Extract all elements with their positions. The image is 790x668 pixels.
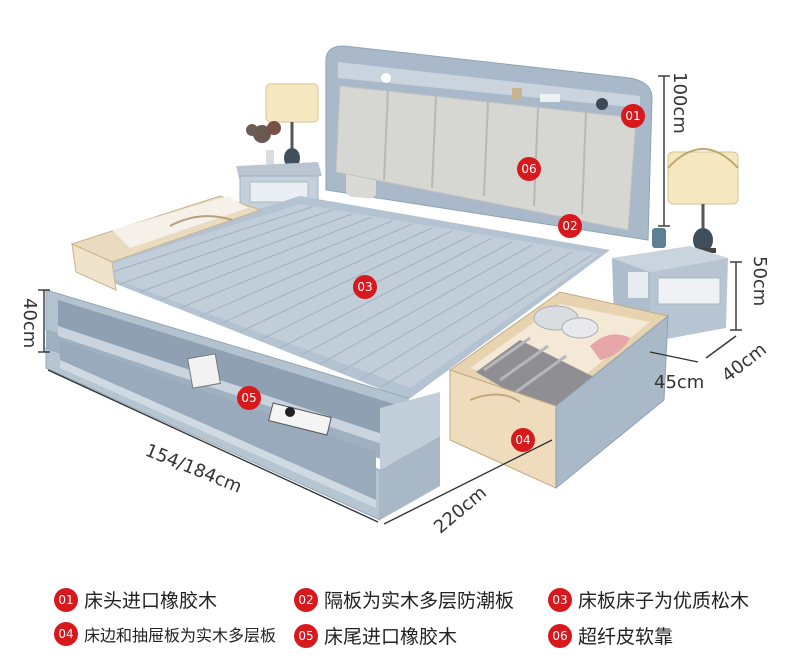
legend-item-04: 04 床边和抽屉板为实木多层板	[54, 622, 276, 646]
left-drawer	[70, 195, 262, 291]
legend-badge: 01	[54, 587, 78, 612]
legend-text: 床板床子为优质松木	[578, 590, 750, 612]
legend-badge: 05	[294, 623, 318, 648]
product-illustration: 100cm 50cm 40cm 45cm 40cm 154/184cm 220c…	[19, 45, 771, 538]
callout-badge-02: 02	[558, 214, 582, 238]
legend-text: 隔板为实木多层防潮板	[324, 590, 515, 612]
footboard	[45, 289, 440, 521]
legend-item-05: 05 床尾进口橡胶木	[294, 622, 457, 649]
headboard-height-label: 100cm	[669, 72, 690, 134]
legend-item-01: 01 床头进口橡胶木	[54, 586, 217, 613]
callout-badge-04: 04	[511, 428, 535, 452]
legend-item-02: 02 隔板为实木多层防潮板	[294, 586, 514, 613]
legend-text: 床尾进口橡胶木	[324, 626, 458, 648]
bed-platform	[76, 196, 610, 400]
bed-drawing	[38, 45, 742, 525]
right-lamp	[652, 148, 739, 253]
legend-text: 床头进口橡胶木	[84, 590, 218, 612]
left-lamp	[265, 83, 319, 168]
right-drawer	[448, 291, 670, 490]
footboard-height-label: 40cm	[19, 298, 40, 349]
magazines	[187, 353, 332, 436]
legend-item-06: 06 超纤皮软靠	[548, 622, 673, 649]
callout-badge-06: 06	[517, 157, 541, 181]
callout-badge-01: 01	[621, 104, 645, 128]
legend-badge: 03	[548, 587, 572, 612]
dimension-lines	[38, 75, 742, 525]
headboard	[325, 45, 653, 241]
legend-badge: 04	[54, 622, 78, 646]
legend-badge: 06	[548, 623, 572, 648]
nightstand-height-label: 50cm	[749, 256, 770, 307]
callout-badge-03: 03	[353, 275, 377, 299]
nightstand-width-label: 45cm	[654, 372, 705, 393]
legend-text: 超纤皮软靠	[578, 626, 674, 648]
legend-text: 床边和抽屉板为实木多层板	[84, 626, 277, 645]
left-plant	[246, 121, 281, 166]
legend-badge: 02	[294, 587, 318, 612]
right-nightstand	[612, 246, 728, 342]
legend-item-03: 03 床板床子为优质松木	[548, 586, 749, 613]
callout-badge-05: 05	[237, 386, 261, 410]
